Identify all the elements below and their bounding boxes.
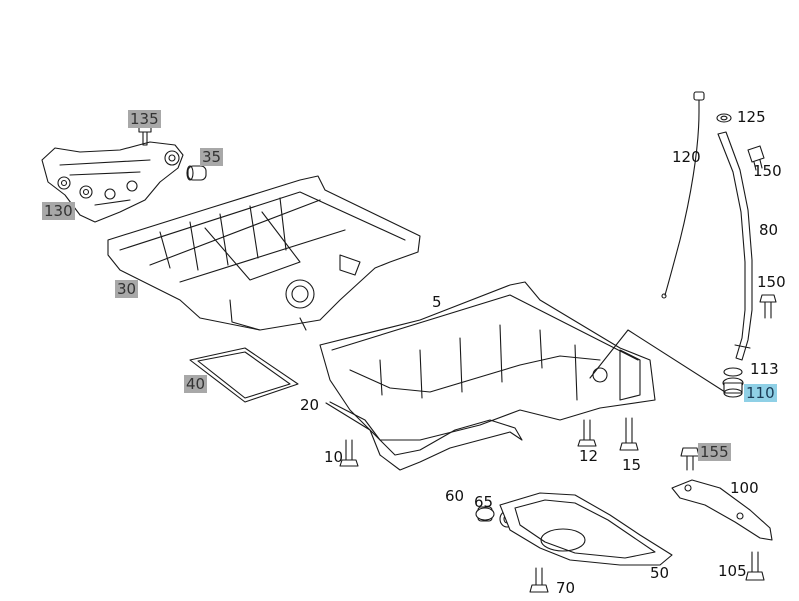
callout-60: 60 [445, 487, 465, 505]
callout-110: 110 [744, 384, 777, 402]
callout-135: 135 [128, 110, 161, 128]
bolt-150-lower [759, 294, 777, 319]
bushing-35 [186, 165, 207, 181]
callout-10: 10 [324, 448, 344, 466]
leader-line [589, 329, 726, 393]
seal-113 [723, 367, 743, 377]
gasket-20 [325, 401, 523, 471]
callout-50: 50 [650, 564, 670, 582]
bolt-155 [680, 447, 700, 471]
callout-100: 100 [730, 479, 759, 497]
callout-12: 12 [579, 447, 599, 465]
bolt-12 [577, 419, 597, 447]
drain-plug-60 [475, 506, 495, 522]
callout-65: 65 [474, 493, 494, 511]
callout-125: 125 [737, 108, 766, 126]
callout-130: 130 [42, 202, 75, 220]
bolt-150-top [747, 145, 765, 171]
callout-15: 15 [622, 456, 642, 474]
bolt-10 [339, 439, 359, 467]
dipstick-120 [661, 91, 705, 299]
upper-oil-pan-30 [107, 175, 421, 331]
callout-5: 5 [432, 293, 442, 311]
seal-125 [716, 113, 732, 123]
bolt-105 [745, 551, 765, 581]
bracket-100 [671, 479, 773, 541]
seal-110 [722, 377, 744, 398]
callout-80: 80 [759, 221, 779, 239]
bolt-135 [138, 125, 152, 146]
engine-mount-bracket [41, 141, 184, 223]
callout-20: 20 [300, 396, 320, 414]
callout-30: 30 [115, 280, 139, 298]
callout-150-top: 150 [753, 162, 782, 180]
bolt-15 [619, 417, 639, 451]
callout-120: 120 [672, 148, 701, 166]
callout-113: 113 [750, 360, 779, 378]
bolt-70 [529, 567, 549, 593]
callout-150-lower: 150 [757, 273, 786, 291]
lower-oil-pan-5 [319, 281, 656, 441]
callout-155: 155 [698, 443, 731, 461]
guide-tube-80 [717, 131, 753, 361]
callout-40: 40 [184, 375, 208, 393]
callout-70: 70 [556, 579, 576, 597]
oil-pan-cover-50 [499, 492, 673, 566]
gasket-40 [189, 347, 299, 403]
callout-35: 35 [200, 148, 224, 166]
callout-105: 105 [718, 562, 747, 580]
